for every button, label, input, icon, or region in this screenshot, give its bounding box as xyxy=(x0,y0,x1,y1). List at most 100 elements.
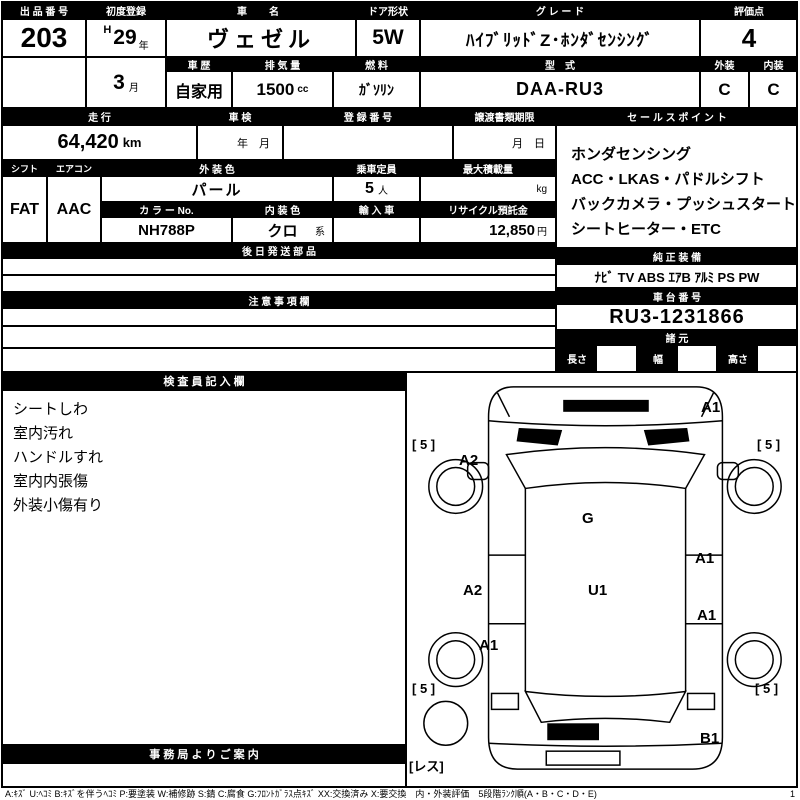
specs-label: 諸 元 xyxy=(556,330,798,345)
chassis-no-label: 車 台 番 号 xyxy=(556,288,798,304)
interior-color-label: 内 装 色 xyxy=(232,202,333,217)
mark-a1-left-quarter: A1 xyxy=(479,637,499,654)
mark-tire-front-right: [ 5 ] xyxy=(757,437,781,452)
displacement-number: 1500 xyxy=(256,79,295,99)
mark-a1-front-right-fender: A1 xyxy=(701,399,721,416)
reg-year-unit: 年 xyxy=(138,41,149,52)
inspector-note: 外装小傷有り xyxy=(13,497,104,514)
spec-width-cell: 幅 xyxy=(637,345,717,372)
registration-no-value xyxy=(283,125,453,160)
grade-label: グ レ ー ド xyxy=(420,2,700,19)
office-label: 事 務 局 よ り ご 案 内 xyxy=(2,745,406,763)
car-name-label: 車 名 xyxy=(166,2,356,19)
caution-label: 注 意 事 項 欄 xyxy=(2,292,556,308)
car-name-value: ヴェゼル xyxy=(166,19,356,57)
capacity-value: 5 人 xyxy=(333,176,420,202)
sales-point: シートヒーター・ETC xyxy=(571,221,722,238)
mileage-number: 64,420 xyxy=(57,131,119,153)
color-no-value: NH788P xyxy=(101,217,232,243)
color-no-label: カ ラ ー No. xyxy=(101,202,232,217)
spec-height-cell: 高さ xyxy=(717,345,798,372)
mark-spare-tire-less: [レス] xyxy=(409,759,444,774)
exterior-grade-label: 外装 xyxy=(700,57,749,71)
legend: A:ｷｽﾞ U:ﾍｺﾐ B:ｷｽﾞを伴うﾍｺﾐ P:要塗装 W:補修跡 S:錆 … xyxy=(2,787,798,800)
first-registration-year: H 29 年 xyxy=(86,19,166,57)
sales-points-label: セ ー ル ス ポ イ ン ト xyxy=(556,108,798,125)
caution-row-2 xyxy=(2,326,556,348)
mark-a2-front-left-fender: A2 xyxy=(459,452,479,469)
door-shape-label: ドア形状 xyxy=(356,2,420,19)
reg-year: 29 xyxy=(113,26,137,49)
inspection-label: 車 検 xyxy=(197,108,283,125)
later-parts-label: 後 日 発 送 部 品 xyxy=(2,243,556,258)
displacement-label: 排 気 量 xyxy=(232,57,333,71)
inspector-note: 室内汚れ xyxy=(13,425,74,442)
model-code-value: DAA-RU3 xyxy=(420,71,700,108)
fuel-label: 燃 料 xyxy=(333,57,420,71)
car-outline-top-view xyxy=(423,386,782,770)
reg-month: 3 xyxy=(113,70,125,94)
interior-grade-value: C xyxy=(749,71,798,108)
inspector-note: シートしわ xyxy=(13,401,89,418)
mark-a2-left-door: A2 xyxy=(463,582,483,599)
reg-month-unit: 月 xyxy=(128,83,139,94)
exterior-grade-value: C xyxy=(700,71,749,108)
mark-a1-right-front-door: A1 xyxy=(695,550,715,567)
grade-value: ﾊｲﾌﾞﾘｯﾄﾞZ･ﾎﾝﾀﾞｾﾝｼﾝｸﾞ xyxy=(420,19,700,57)
damage-diagram: A1 [ 5 ] A2 [ 5 ] G A1 A2 U1 A1 A1 [ 5 ]… xyxy=(406,372,798,787)
later-parts-row-1 xyxy=(2,258,556,275)
mileage-value: 64,420 km xyxy=(2,125,197,160)
shift-label: シフト xyxy=(2,160,47,176)
caution-row-3 xyxy=(2,348,556,372)
sales-point: バックカメラ・プッシュスタート xyxy=(571,196,797,213)
fuel-value: ｶﾞｿﾘﾝ xyxy=(333,71,420,108)
page-number: 1 xyxy=(789,788,795,799)
aircon-label: エアコン xyxy=(47,160,101,176)
mileage-unit: km xyxy=(122,135,142,150)
door-shape-value: 5W xyxy=(356,19,420,57)
score-label: 評価点 xyxy=(700,2,798,19)
equipment-value: ﾅﾋﾞ TV ABS ｴｱB ｱﾙﾐ PS PW xyxy=(556,264,798,288)
aircon-value: AAC xyxy=(47,176,101,243)
inspector-label: 検 査 員 記 入 欄 xyxy=(2,372,406,390)
exterior-color-label: 外 装 色 xyxy=(101,160,333,176)
mark-a1-right-rear-door: A1 xyxy=(697,607,717,624)
spec-length-label: 長さ xyxy=(557,346,597,371)
mark-u1-roof: U1 xyxy=(588,582,608,599)
score-value: 4 xyxy=(700,19,798,57)
exterior-color-value: パール xyxy=(101,176,333,202)
mark-g-windshield: G xyxy=(582,510,594,527)
equipment-label: 純 正 装 備 xyxy=(556,248,798,264)
displacement-value: 1500 cc xyxy=(232,71,333,108)
recycle-deposit-label: リサイクル預託金 xyxy=(420,202,556,217)
era-letter: H xyxy=(103,24,112,36)
lot-number-label: 出 品 番 号 xyxy=(2,2,86,19)
interior-color-suffix: 系 xyxy=(315,226,325,238)
inspector-note: ハンドルすれ xyxy=(13,449,104,466)
spec-length-cell: 長さ xyxy=(556,345,637,372)
max-load-label: 最大積載量 xyxy=(420,160,556,176)
capacity-number: 5 xyxy=(365,180,374,197)
chassis-no-value: RU3-1231866 xyxy=(556,304,798,330)
transfer-deadline-value: 月 日 xyxy=(453,125,556,160)
later-parts-row-2 xyxy=(2,275,556,292)
history-label: 車 歴 xyxy=(166,57,232,71)
lot-empty-cell xyxy=(2,57,86,108)
caution-row-1 xyxy=(2,308,556,326)
mark-tire-rear-left: [ 5 ] xyxy=(412,681,436,696)
history-value: 自家用 xyxy=(166,71,232,108)
spec-height-label: 高さ xyxy=(718,346,758,371)
interior-grade-label: 内装 xyxy=(749,57,798,71)
mileage-label: 走 行 xyxy=(2,108,197,125)
first-registration-label: 初度登録 xyxy=(86,2,166,19)
inspection-value: 年 月 xyxy=(197,125,283,160)
capacity-label: 乗車定員 xyxy=(333,160,420,176)
sales-point: ホンダセンシング xyxy=(571,146,692,163)
recycle-deposit-number: 12,850 xyxy=(489,221,535,239)
lot-number-value: 203 xyxy=(2,19,86,57)
capacity-unit: 人 xyxy=(377,185,388,197)
mark-tire-rear-right: [ 5 ] xyxy=(755,681,779,696)
legend-text: A:ｷｽﾞ U:ﾍｺﾐ B:ｷｽﾞを伴うﾍｺﾐ P:要塗装 W:補修跡 S:錆 … xyxy=(5,789,597,799)
recycle-deposit-value: 12,850 円 xyxy=(420,217,556,243)
sales-points-list: ホンダセンシング ACC・LKAS・パドルシフト バックカメラ・プッシュスタート… xyxy=(556,125,798,248)
